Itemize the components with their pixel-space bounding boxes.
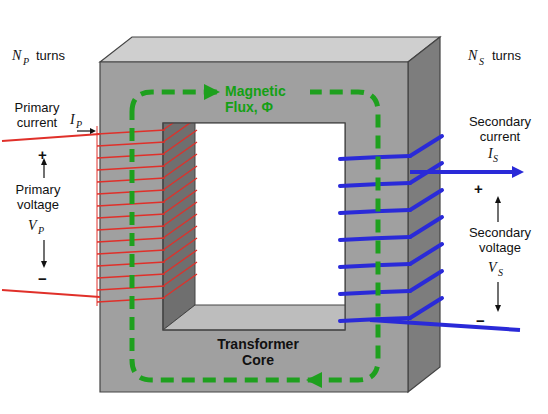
primary-turn: [97, 142, 165, 146]
primary-turn: [97, 226, 165, 230]
turns-label: turns: [36, 48, 65, 63]
current-arrow: [90, 128, 96, 134]
core-side-face: [408, 37, 440, 392]
secondary-winding: [340, 136, 442, 321]
primary-turn: [163, 178, 197, 202]
voltage-label: Primary voltage: [6, 182, 70, 212]
voltage-arrow: [497, 202, 498, 222]
primary-turn: [163, 202, 197, 226]
primary-turn: [163, 123, 197, 142]
voltage-arrow: [495, 196, 501, 203]
primary-turn: [163, 166, 197, 190]
primary-turn: [163, 154, 197, 178]
subscript: P: [38, 225, 44, 237]
secondary-turn: [340, 183, 410, 186]
turns-symbol: N: [468, 48, 477, 64]
voltage-symbol: V: [28, 218, 37, 234]
primary-turn: [163, 123, 197, 130]
primary-winding-back: [163, 123, 197, 298]
current-symbol: I: [488, 146, 493, 162]
flux-label: Magnetic Flux, Φ: [222, 83, 310, 115]
primary-turn: [163, 238, 197, 262]
turns-label: turns: [492, 48, 521, 63]
subscript: S: [479, 56, 484, 68]
secondary-lead: [370, 320, 520, 330]
primary-turn: [163, 250, 197, 274]
secondary-turn: [410, 271, 442, 291]
current-label: Primary current: [6, 100, 68, 130]
flux-arrowhead: [306, 372, 322, 388]
primary-turn: [97, 166, 165, 170]
current-arrow: [77, 130, 90, 131]
primary-turn: [163, 226, 197, 250]
voltage-arrow: [41, 261, 47, 268]
primary-lead: [2, 290, 100, 297]
secondary-turn: [410, 217, 442, 237]
core-window-edge: [163, 123, 345, 330]
primary-turn: [163, 190, 197, 214]
primary-turn: [163, 262, 197, 286]
core-label: Transformer Core: [205, 336, 311, 368]
primary-turn: [163, 130, 197, 154]
polarity-sign: −: [476, 312, 485, 329]
secondary-lead: [410, 170, 512, 174]
flux-arrowhead: [204, 84, 220, 100]
secondary-turn: [340, 264, 410, 267]
secondary-turn: [340, 237, 410, 240]
secondary-turn: [340, 291, 410, 294]
secondary-turn: [410, 190, 442, 210]
voltage-arrow: [43, 164, 44, 178]
secondary-turn: [340, 210, 410, 213]
secondary-turn: [340, 156, 410, 159]
polarity-sign: +: [38, 146, 47, 163]
subscript: P: [23, 56, 29, 68]
subscript: P: [76, 119, 82, 131]
polarity-sign: −: [38, 270, 47, 287]
voltage-symbol: V: [488, 260, 497, 276]
secondary-turn: [410, 244, 442, 264]
secondary-turn: [410, 298, 442, 318]
flux-path: [132, 92, 378, 380]
voltage-arrow: [43, 240, 44, 262]
primary-turn: [163, 214, 197, 238]
secondary-turn: [410, 136, 442, 156]
primary-turn: [163, 142, 197, 166]
primary-edge: [97, 126, 98, 306]
core-top-face: [100, 37, 440, 62]
subscript: S: [493, 153, 498, 165]
voltage-label: Secondary voltage: [460, 225, 540, 255]
polarity-sign: +: [474, 180, 483, 197]
current-symbol: I: [70, 112, 75, 128]
core-inner-floor: [163, 305, 345, 330]
primary-turn: [97, 250, 165, 254]
current-arrowhead: [512, 166, 524, 178]
primary-turn: [163, 274, 197, 298]
primary-lead: [2, 134, 100, 141]
subscript: S: [498, 267, 503, 279]
turns-symbol: N: [12, 48, 21, 64]
voltage-arrow: [495, 305, 501, 312]
voltage-arrow: [497, 282, 498, 306]
current-label: Secondary current: [460, 114, 540, 144]
